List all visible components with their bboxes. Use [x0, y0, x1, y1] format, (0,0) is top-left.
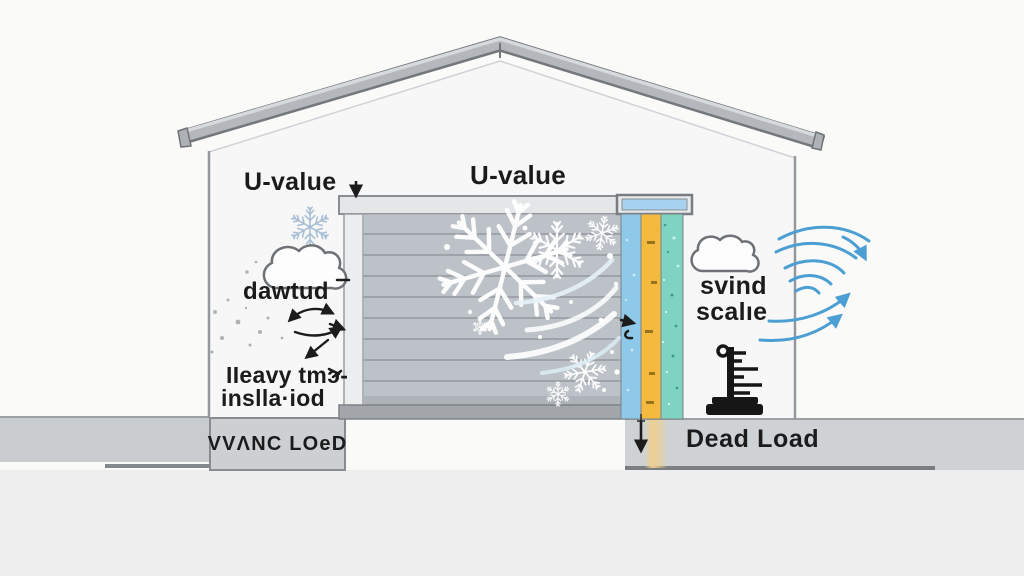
dust-dots-left: [210, 260, 284, 354]
insulation-label-line2: inslla·iod: [221, 385, 325, 411]
yellow-layer-marks: [645, 241, 657, 404]
u-value-label-center: U-value: [470, 160, 567, 190]
door-sill: [338, 404, 629, 420]
door-lintel: [338, 195, 629, 215]
left-ground-band: [0, 416, 345, 468]
gable-roof: [177, 36, 826, 159]
u-value-label-left: U-value: [244, 168, 337, 196]
layer-teal: [660, 213, 684, 420]
wind-scale-label-line1: svind: [700, 272, 767, 300]
layer-blue: [620, 213, 642, 420]
diagonal-arrow-icon: [304, 338, 330, 360]
wind-swirl-icon: [758, 225, 871, 343]
down-arrow-icon-deadload: [633, 414, 649, 454]
door-wind-swooshes: [504, 257, 621, 375]
layer-yellow: [640, 213, 662, 420]
wind-load-box: [209, 417, 346, 471]
insulated-wall-assembly: [615, 193, 694, 420]
wind-scale-label-line2: scalıe: [696, 298, 768, 326]
wind-load-label: VVΛNC LOeD: [207, 432, 348, 455]
dead-load-garbled-label: dawtud: [243, 278, 329, 305]
cloud-icon-right: [690, 234, 760, 273]
insulation-label-line1: IIeavy tmɔ-: [226, 362, 349, 388]
teal-layer-speckles: [661, 223, 680, 406]
blue-layer-speckles: [624, 238, 636, 392]
foreground-ground: [0, 470, 1024, 576]
dead-load-label-right: Dead Load: [686, 425, 820, 453]
frame-tick-marks: [327, 278, 637, 379]
scale-icon: [706, 344, 763, 415]
right-ground-band: [625, 418, 1024, 470]
snow-dots: [444, 225, 620, 392]
cloud-icon-left: [262, 244, 348, 290]
